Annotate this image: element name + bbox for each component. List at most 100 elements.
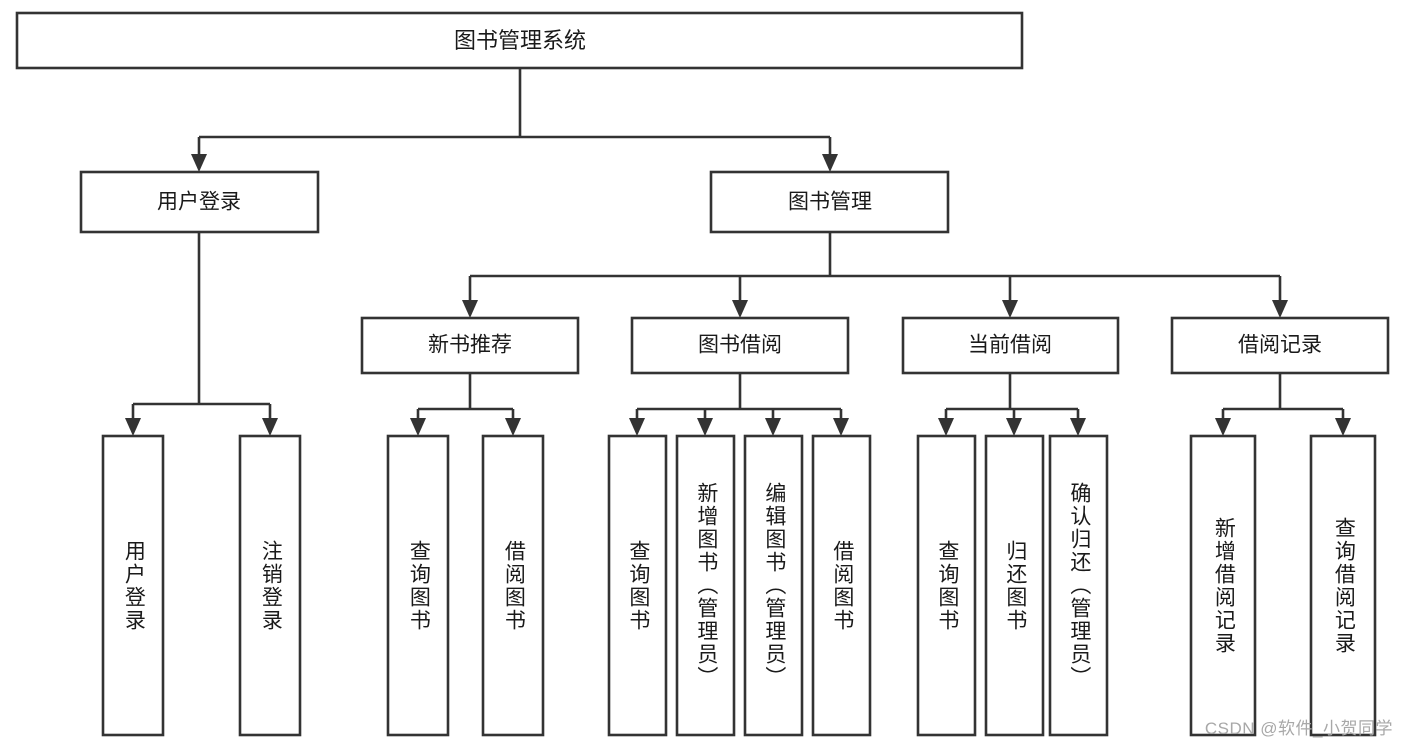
arrowhead-book-borrow-to-lend: [833, 418, 849, 436]
arrowhead-book-mgmt-to-new-books: [462, 300, 478, 318]
leaf-records-add[interactable]: 新增借阅记录: [1189, 434, 1257, 737]
node-root-system-box[interactable]: [15, 11, 1024, 70]
arrowhead-book-borrow-to-edit: [765, 418, 781, 436]
node-user-login[interactable]: 用户登录: [79, 170, 320, 234]
node-root-system[interactable]: 图书管理系统: [15, 11, 1024, 70]
leaf-user-logout-box[interactable]: [238, 434, 302, 737]
edge-group-book-mgmt: [462, 232, 1288, 318]
edge-group-current-borrow: [938, 373, 1086, 436]
node-new-book-recommend[interactable]: 新书推荐: [360, 316, 580, 375]
leaf-records-query[interactable]: 查询借阅记录: [1309, 434, 1377, 737]
node-new-book-recommend-box[interactable]: [360, 316, 580, 375]
arrowhead-borrow-records-to-query: [1335, 418, 1351, 436]
leaf-borrow-add[interactable]: 新增图书（管理员）: [675, 434, 736, 737]
arrowhead-user-login-to-login: [125, 418, 141, 436]
node-current-borrow-label: 当前借阅: [968, 334, 1052, 357]
leaf-newbook-query[interactable]: 查询图书: [386, 434, 450, 737]
arrowhead-current-borrow-to-query: [938, 418, 954, 436]
leaf-current-return[interactable]: 归还图书: [984, 434, 1045, 737]
node-root-system-label: 图书管理系统: [454, 28, 586, 53]
leaf-borrow-add-box[interactable]: [675, 434, 736, 737]
leaf-borrow-query-label: 查询图书: [626, 539, 650, 632]
leaf-borrow-edit-box[interactable]: [743, 434, 804, 737]
arrowhead-current-borrow-to-return: [1006, 418, 1022, 436]
leaf-records-add-label: 新增借阅记录: [1212, 516, 1236, 655]
node-user-login-label: 用户登录: [157, 191, 241, 214]
node-book-borrow-label: 图书借阅: [698, 334, 782, 357]
leaf-current-query-label: 查询图书: [935, 539, 959, 632]
edge-group-new-books: [410, 373, 521, 436]
leaf-newbook-borrow-label: 借阅图书: [502, 539, 526, 632]
leaf-borrow-add-label: 新增图书（管理员）: [694, 482, 718, 689]
leaf-newbook-query-label-wrap: 查询图书: [407, 539, 431, 632]
leaf-current-return-label: 归还图书: [1003, 539, 1027, 632]
leaf-records-add-label-wrap: 新增借阅记录: [1212, 516, 1236, 655]
leaf-user-login-box[interactable]: [101, 434, 165, 737]
leaf-current-confirm-label: 确认归还（管理员）: [1067, 482, 1091, 689]
arrowhead-current-borrow-to-confirm: [1070, 418, 1086, 436]
leaf-borrow-edit[interactable]: 编辑图书（管理员）: [743, 434, 804, 737]
leaf-borrow-query-label-wrap: 查询图书: [626, 539, 650, 632]
node-current-borrow[interactable]: 当前借阅: [901, 316, 1120, 375]
leaf-current-confirm-label-wrap: 确认归还（管理员）: [1067, 482, 1091, 689]
leaf-current-query-box[interactable]: [916, 434, 977, 737]
arrowhead-new-books-to-borrow: [505, 418, 521, 436]
leaf-current-return-label-wrap: 归还图书: [1003, 539, 1027, 632]
arrowhead-book-mgmt-to-borrow: [732, 300, 748, 318]
leaf-current-confirm[interactable]: 确认归还（管理员）: [1048, 434, 1109, 737]
edge-group-borrow-records: [1215, 373, 1351, 436]
node-book-management[interactable]: 图书管理: [709, 170, 950, 234]
arrowhead-new-books-to-query: [410, 418, 426, 436]
leaf-borrow-lend[interactable]: 借阅图书: [811, 434, 872, 737]
leaf-borrow-query[interactable]: 查询图书: [607, 434, 668, 737]
leaf-newbook-borrow-label-wrap: 借阅图书: [502, 539, 526, 632]
node-user-login-box[interactable]: [79, 170, 320, 234]
arrowhead-root-to-book-mgmt: [822, 154, 838, 172]
leaf-borrow-query-box[interactable]: [607, 434, 668, 737]
leaf-borrow-edit-label-wrap: 编辑图书（管理员）: [762, 482, 786, 689]
leaf-current-confirm-box[interactable]: [1048, 434, 1109, 737]
leaf-user-logout-label-wrap: 注销登录: [259, 539, 283, 632]
leaf-user-logout-label: 注销登录: [259, 539, 283, 632]
arrowhead-book-borrow-to-query: [629, 418, 645, 436]
leaf-records-query-label: 查询借阅记录: [1332, 516, 1356, 655]
node-borrow-records-label: 借阅记录: [1238, 334, 1322, 357]
node-book-management-label: 图书管理: [788, 191, 872, 214]
edge-group-book-borrow: [629, 373, 849, 436]
leaf-current-query[interactable]: 查询图书: [916, 434, 977, 737]
node-book-borrow-box[interactable]: [630, 316, 850, 375]
leaf-user-login[interactable]: 用户登录: [101, 434, 165, 737]
leaf-newbook-query-box[interactable]: [386, 434, 450, 737]
leaf-user-logout[interactable]: 注销登录: [238, 434, 302, 737]
leaf-records-add-box[interactable]: [1189, 434, 1257, 737]
leaf-user-login-label-wrap: 用户登录: [122, 539, 146, 632]
arrowhead-book-mgmt-to-current: [1002, 300, 1018, 318]
node-current-borrow-box[interactable]: [901, 316, 1120, 375]
leaf-borrow-lend-label-wrap: 借阅图书: [831, 540, 854, 632]
leaf-borrow-add-label-wrap: 新增图书（管理员）: [694, 482, 718, 689]
leaf-records-query-label-wrap: 查询借阅记录: [1332, 516, 1356, 655]
arrowhead-book-borrow-to-add: [697, 418, 713, 436]
leaf-newbook-query-label: 查询图书: [407, 539, 431, 632]
arrowhead-book-mgmt-to-records: [1272, 300, 1288, 318]
leaf-user-login-label: 用户登录: [122, 539, 146, 632]
leaf-newbook-borrow-box[interactable]: [481, 434, 545, 737]
leaf-current-return-box[interactable]: [984, 434, 1045, 737]
node-borrow-records-box[interactable]: [1170, 316, 1390, 375]
node-new-book-recommend-label: 新书推荐: [428, 334, 512, 357]
arrowhead-root-to-user-login: [191, 154, 207, 172]
edge-group-root: [191, 68, 838, 172]
node-book-borrow[interactable]: 图书借阅: [630, 316, 850, 375]
node-book-management-box[interactable]: [709, 170, 950, 234]
edge-group-user-login: [125, 232, 278, 436]
node-borrow-records[interactable]: 借阅记录: [1170, 316, 1390, 375]
leaf-borrow-lend-box[interactable]: [811, 434, 872, 737]
leaf-records-query-box[interactable]: [1309, 434, 1377, 737]
leaf-borrow-edit-label: 编辑图书（管理员）: [762, 482, 786, 689]
arrowhead-user-login-to-logout: [262, 418, 278, 436]
leaf-current-query-label-wrap: 查询图书: [935, 539, 959, 632]
arrowhead-borrow-records-to-add: [1215, 418, 1231, 436]
leaf-newbook-borrow[interactable]: 借阅图书: [481, 434, 545, 737]
